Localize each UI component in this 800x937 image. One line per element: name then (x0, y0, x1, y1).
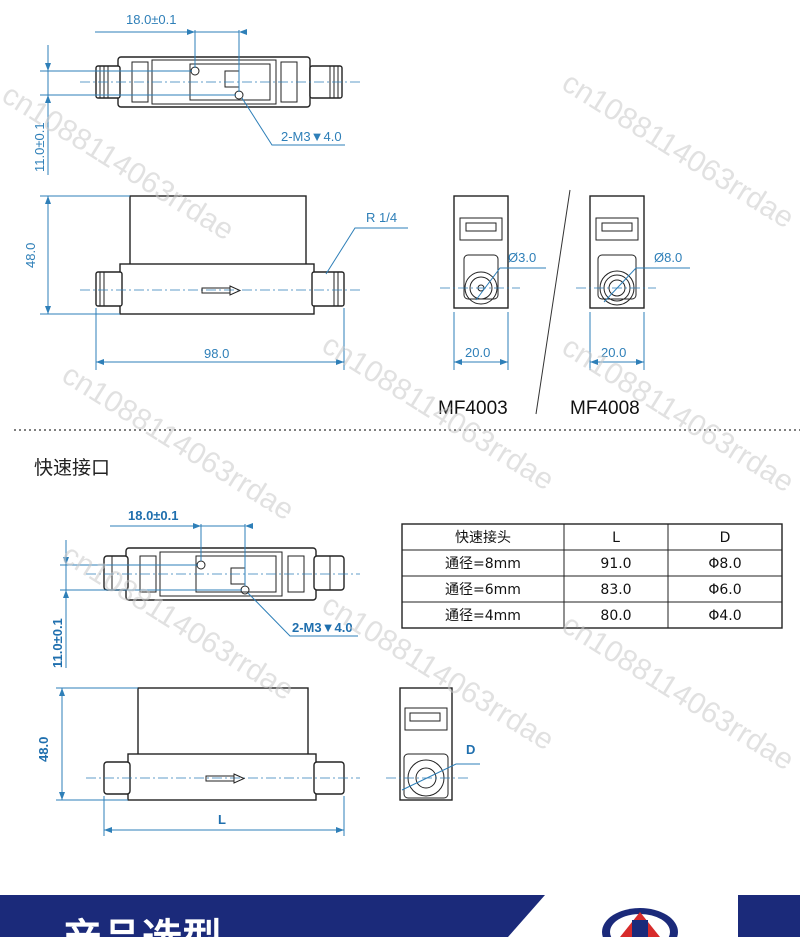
top-view-pitch-dim: 18.0±0.1 (126, 12, 177, 27)
top-view-height-dim: 11.0±0.1 (32, 122, 47, 172)
side-view-length-dim: 98.0 (204, 346, 229, 361)
watermark-layer: cn1088114063rrdae cn1088114063rrdae cn10… (0, 66, 800, 777)
top-view-hole-callout: 2-M3▼4.0 (281, 129, 342, 144)
quick-side-height-dim: 48.0 (36, 737, 51, 762)
watermark-8: cn1088114063rrdae (556, 608, 799, 777)
side-view-1: 48.0 98.0 R 1/4 (23, 195, 408, 370)
side-view-thread-callout: R 1/4 (366, 210, 397, 225)
end-view-b-bore-dim: Ø8.0 (654, 250, 682, 265)
table-row-3-bore: 通径=4mm (445, 608, 521, 624)
quick-connector-heading: 快速接口 (34, 457, 110, 479)
table-row-2-l: 83.0 (600, 582, 631, 598)
table-row-3-l: 80.0 (600, 608, 631, 624)
end-view-b-model: MF4008 (570, 398, 640, 419)
quick-top-pitch-dim: 18.0±0.1 (128, 508, 179, 523)
table-header-connector: 快速接头 (455, 529, 511, 546)
quick-end-bore-label: D (466, 742, 475, 757)
table-row-3-d: Φ4.0 (708, 608, 741, 624)
end-view-a-model: MF4003 (438, 398, 508, 419)
end-view-a-bore-dim: Ø3.0 (508, 250, 536, 265)
table-header-l: L (612, 530, 620, 546)
table-row-1-bore: 通径=8mm (445, 556, 521, 572)
watermark-4: cn1088114063rrdae (56, 358, 299, 527)
table-row-1-l: 91.0 (600, 556, 631, 572)
banner-title: 产品选型 (62, 916, 222, 937)
side-view-2: 48.0 L (36, 687, 360, 836)
end-view-b-width-dim: 20.0 (601, 345, 626, 360)
table-row-2-bore: 通径=6mm (445, 582, 521, 598)
spec-table: 快速接头 L D 通径=8mm 91.0 Φ8.0 通径=6mm 83.0 Φ6… (401, 523, 783, 629)
end-view-quick: D (386, 687, 480, 801)
table-header-d: D (720, 530, 731, 546)
end-view-a: Ø3.0 20.0 MF4003 (438, 195, 546, 419)
end-view-a-width-dim: 20.0 (465, 345, 490, 360)
watermark-3: cn1088114063rrdae (316, 328, 559, 497)
top-view-1: 18.0±0.1 11.0±0.1 2-M3▼4.0 (32, 12, 360, 175)
top-view-2: 18.0±0.1 11.0±0.1 2-M3▼4.0 (50, 508, 360, 668)
separator-slash (535, 189, 571, 415)
quick-top-hole-callout: 2-M3▼4.0 (292, 620, 353, 635)
end-view-b: Ø8.0 20.0 MF4008 (570, 195, 690, 419)
brand-logo-icon (602, 908, 678, 937)
table-row-1-d: Φ8.0 (708, 556, 741, 572)
bottom-banner: 产品选型 (0, 895, 800, 937)
table-row-2-d: Φ6.0 (708, 582, 741, 598)
quick-top-height-dim: 11.0±0.1 (50, 618, 65, 668)
side-view-height-dim: 48.0 (23, 243, 38, 268)
quick-side-length-label: L (218, 812, 226, 827)
